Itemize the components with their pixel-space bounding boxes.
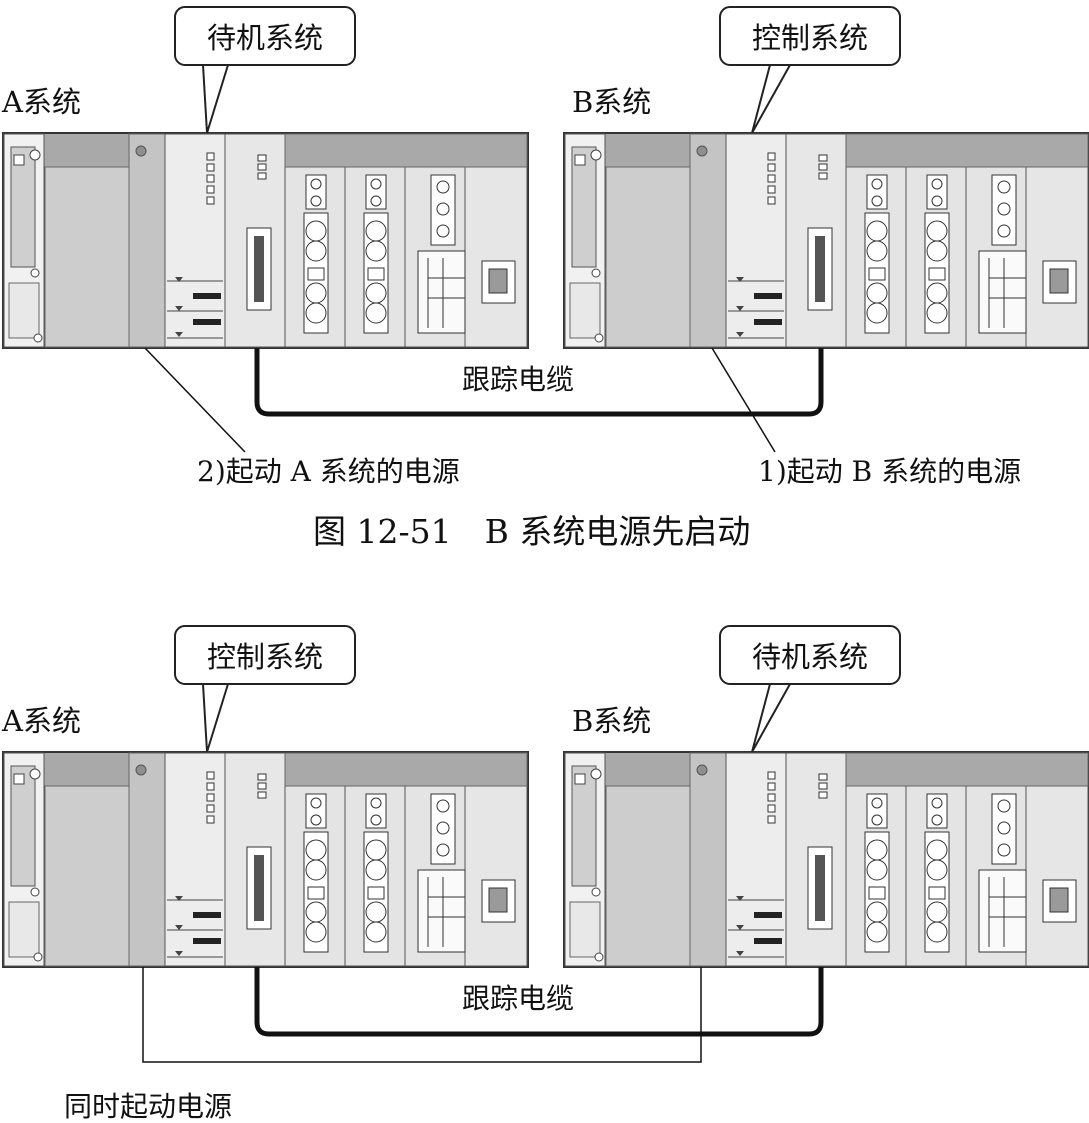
callout-pointer [751, 683, 791, 753]
power-link-line [142, 967, 702, 1063]
callout-pointer [202, 64, 229, 134]
rack-b-fig1 [563, 132, 1089, 349]
leader-line [711, 347, 776, 453]
callout-standby: 待机系统 [719, 625, 901, 685]
rack-b-fig2 [563, 751, 1089, 968]
tracking-cable [254, 967, 824, 1037]
simultaneous-power-note: 同时起动电源 [64, 1090, 233, 1123]
callout-pointer [751, 64, 791, 134]
system-a-label: A系统 [2, 85, 81, 119]
system-b-label: B系统 [572, 85, 652, 119]
system-b-label: B系统 [572, 704, 652, 738]
rack-a-fig2 [2, 751, 529, 968]
cable-label: 跟踪电缆 [458, 985, 579, 1013]
power-note-b: 1)起动 B 系统的电源 [758, 455, 1022, 488]
callout-control: 控制系统 [174, 625, 356, 685]
callout-standby: 待机系统 [174, 6, 356, 66]
rack-a-fig1 [2, 132, 529, 349]
leader-line [144, 347, 246, 453]
power-note-a: 2)起动 A 系统的电源 [197, 455, 460, 488]
tracking-cable [254, 348, 824, 417]
cable-label: 跟踪电缆 [458, 366, 579, 394]
callout-control: 控制系统 [719, 6, 901, 66]
system-a-label: A系统 [2, 704, 81, 738]
callout-pointer [202, 683, 229, 753]
figure-caption: 图 12-51 B 系统电源先启动 [313, 512, 751, 551]
